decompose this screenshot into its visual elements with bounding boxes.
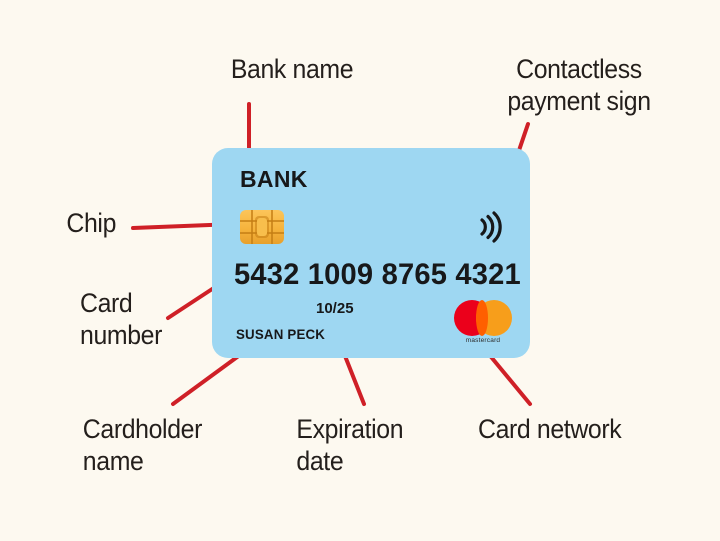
leader-card-network [485, 350, 532, 406]
emv-chip-icon [240, 210, 284, 244]
card-expiry-text: 10/25 [316, 300, 354, 317]
card-number-text: 5432 1009 8765 4321 [234, 258, 521, 291]
mastercard-overlap [476, 300, 488, 336]
annotation-cardholder-name: Cardholder name [82, 414, 203, 476]
card-cardholder-text: SUSAN PECK [236, 326, 326, 342]
annotation-contactless-payment-sign: Contactless payment sign [507, 54, 651, 116]
mastercard-logo-icon: mastercard [452, 300, 514, 348]
annotation-card-network: Card network [478, 414, 622, 444]
annotation-card-number: Card number [80, 288, 163, 350]
contactless-waves-icon [480, 211, 502, 243]
leader-cardholder-name [171, 350, 246, 406]
mastercard-wordmark: mastercard [465, 337, 501, 344]
annotation-expiration-date: Expiration date [296, 414, 404, 476]
annotation-chip: Chip [66, 208, 117, 238]
credit-card: BANK 5432 1009 8765 4321 10/25 SUSAN PEC… [212, 148, 530, 358]
annotation-bank-name: Bank name [230, 54, 354, 84]
card-bank-name: BANK [240, 166, 308, 192]
